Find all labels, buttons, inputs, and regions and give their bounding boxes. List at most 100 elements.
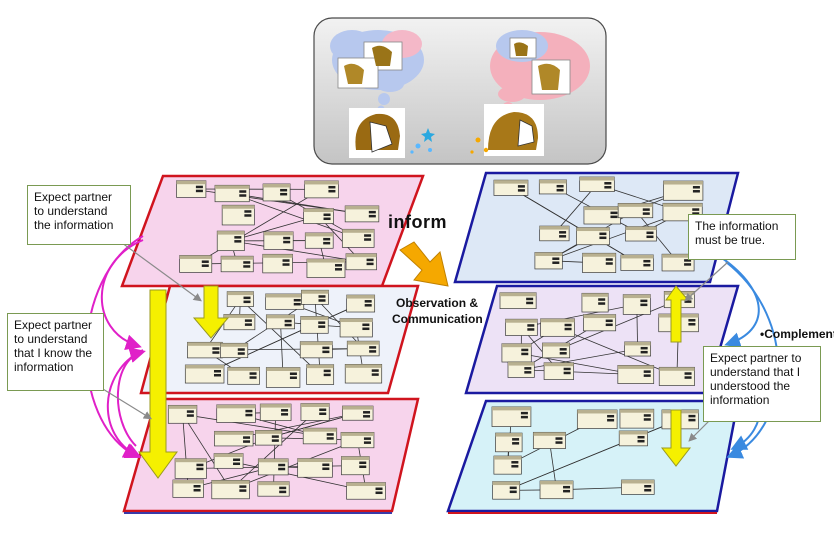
network-node-bar — [244, 210, 252, 213]
network-node-header — [257, 481, 290, 486]
network-node-header — [539, 226, 570, 230]
network-node-header — [501, 343, 532, 348]
network-node-bar — [643, 263, 651, 267]
network-node-bar — [234, 236, 242, 239]
network-node-header — [534, 252, 563, 256]
right-up-arrow — [665, 285, 690, 343]
network-node-bar — [644, 488, 652, 492]
network-node-bar — [637, 435, 645, 439]
network-node-header — [576, 227, 610, 232]
network-node-header — [342, 229, 375, 233]
network-node-header — [620, 254, 654, 259]
network-node-header — [491, 406, 531, 411]
network-node-bar — [283, 240, 291, 244]
network-node-bar — [552, 261, 560, 264]
network-node-bar — [521, 352, 529, 356]
network-node-bar — [212, 347, 220, 350]
network-node-bar — [692, 208, 700, 211]
network-node-bar — [607, 414, 615, 418]
network-node-header — [303, 428, 337, 432]
network-node-bar — [559, 352, 567, 355]
network-node-bar — [688, 323, 696, 326]
network-edge — [555, 299, 680, 351]
network-node-header — [187, 342, 223, 346]
network-node-bar — [643, 374, 651, 377]
network-node-header — [662, 254, 695, 258]
network-node-bar — [239, 190, 247, 193]
network-node-header — [176, 180, 206, 185]
network-node-bar — [684, 376, 692, 379]
network-node-bar — [598, 302, 606, 305]
network-node-bar — [239, 489, 247, 492]
network-node-header — [255, 430, 282, 434]
network-node-bar — [243, 261, 251, 264]
network-node-header — [500, 292, 537, 297]
network-node-bar — [363, 441, 371, 444]
network-node-bar — [233, 458, 241, 462]
network-node-bar — [642, 208, 650, 211]
network-edge — [233, 412, 358, 440]
network-node-bar — [237, 348, 245, 351]
network-node-header — [583, 206, 621, 211]
network-node-bar — [318, 325, 326, 328]
network-node-bar — [201, 260, 209, 263]
network-edge — [182, 414, 231, 490]
network-node-header — [544, 362, 574, 367]
network-node-header — [617, 365, 654, 369]
network-node-bar — [196, 463, 204, 467]
network-node-header — [577, 409, 618, 414]
network-node-bar — [642, 212, 650, 215]
network-node-bar — [243, 296, 251, 300]
network-node-bar — [283, 236, 291, 240]
network-node-header — [539, 179, 567, 184]
network-node-header — [346, 482, 386, 487]
network-node-bar — [555, 437, 563, 440]
network-node-bar — [599, 232, 607, 236]
network-node-header — [227, 291, 254, 296]
network-node-bar — [234, 240, 242, 243]
network-node-header — [540, 318, 575, 323]
network-node-bar — [563, 485, 571, 489]
network-node-bar — [684, 259, 692, 262]
network-node-bar — [684, 372, 692, 375]
network-node-header — [221, 256, 254, 260]
network-node-header — [624, 341, 651, 346]
network-node-bar — [363, 437, 371, 440]
head-silhouette-icon — [484, 104, 544, 156]
network-node-bar — [289, 376, 297, 379]
network-node-bar — [563, 489, 571, 493]
network-edge — [273, 412, 277, 489]
callout-understand-i-understood: Expect partner to understand that I unde… — [703, 346, 821, 422]
network-node-bar — [511, 465, 519, 468]
network-node-bar — [323, 241, 331, 245]
network-node-header — [618, 203, 653, 207]
network-node-bar — [328, 185, 336, 189]
network-node-header — [662, 203, 703, 207]
network-edge — [182, 413, 321, 437]
network-node-bar — [362, 327, 370, 331]
network-node-header — [540, 480, 574, 485]
network-node-bar — [692, 212, 700, 215]
network-graphs — [167, 176, 704, 500]
network-node-bar — [643, 259, 651, 263]
network-node-bar — [359, 461, 367, 465]
network-node-bar — [193, 485, 201, 488]
network-node-bar — [212, 351, 220, 354]
network-node-bar — [239, 485, 247, 488]
network-node-header — [341, 432, 374, 436]
network-node-bar — [326, 437, 334, 440]
network-node-bar — [559, 348, 567, 351]
network-node-bar — [244, 214, 252, 217]
network-node-bar — [243, 300, 251, 304]
network-node-bar — [271, 435, 279, 438]
network-node-header — [300, 316, 329, 320]
network-node-header — [346, 295, 375, 299]
network-node-bar — [359, 465, 367, 469]
network-node-bar — [517, 185, 525, 188]
network-node-bar — [363, 411, 371, 414]
network-node-bar — [512, 442, 520, 445]
network-edge — [230, 439, 358, 490]
network-edge — [510, 187, 638, 264]
network-node-bar — [322, 350, 330, 354]
network-node-bar — [323, 369, 331, 373]
